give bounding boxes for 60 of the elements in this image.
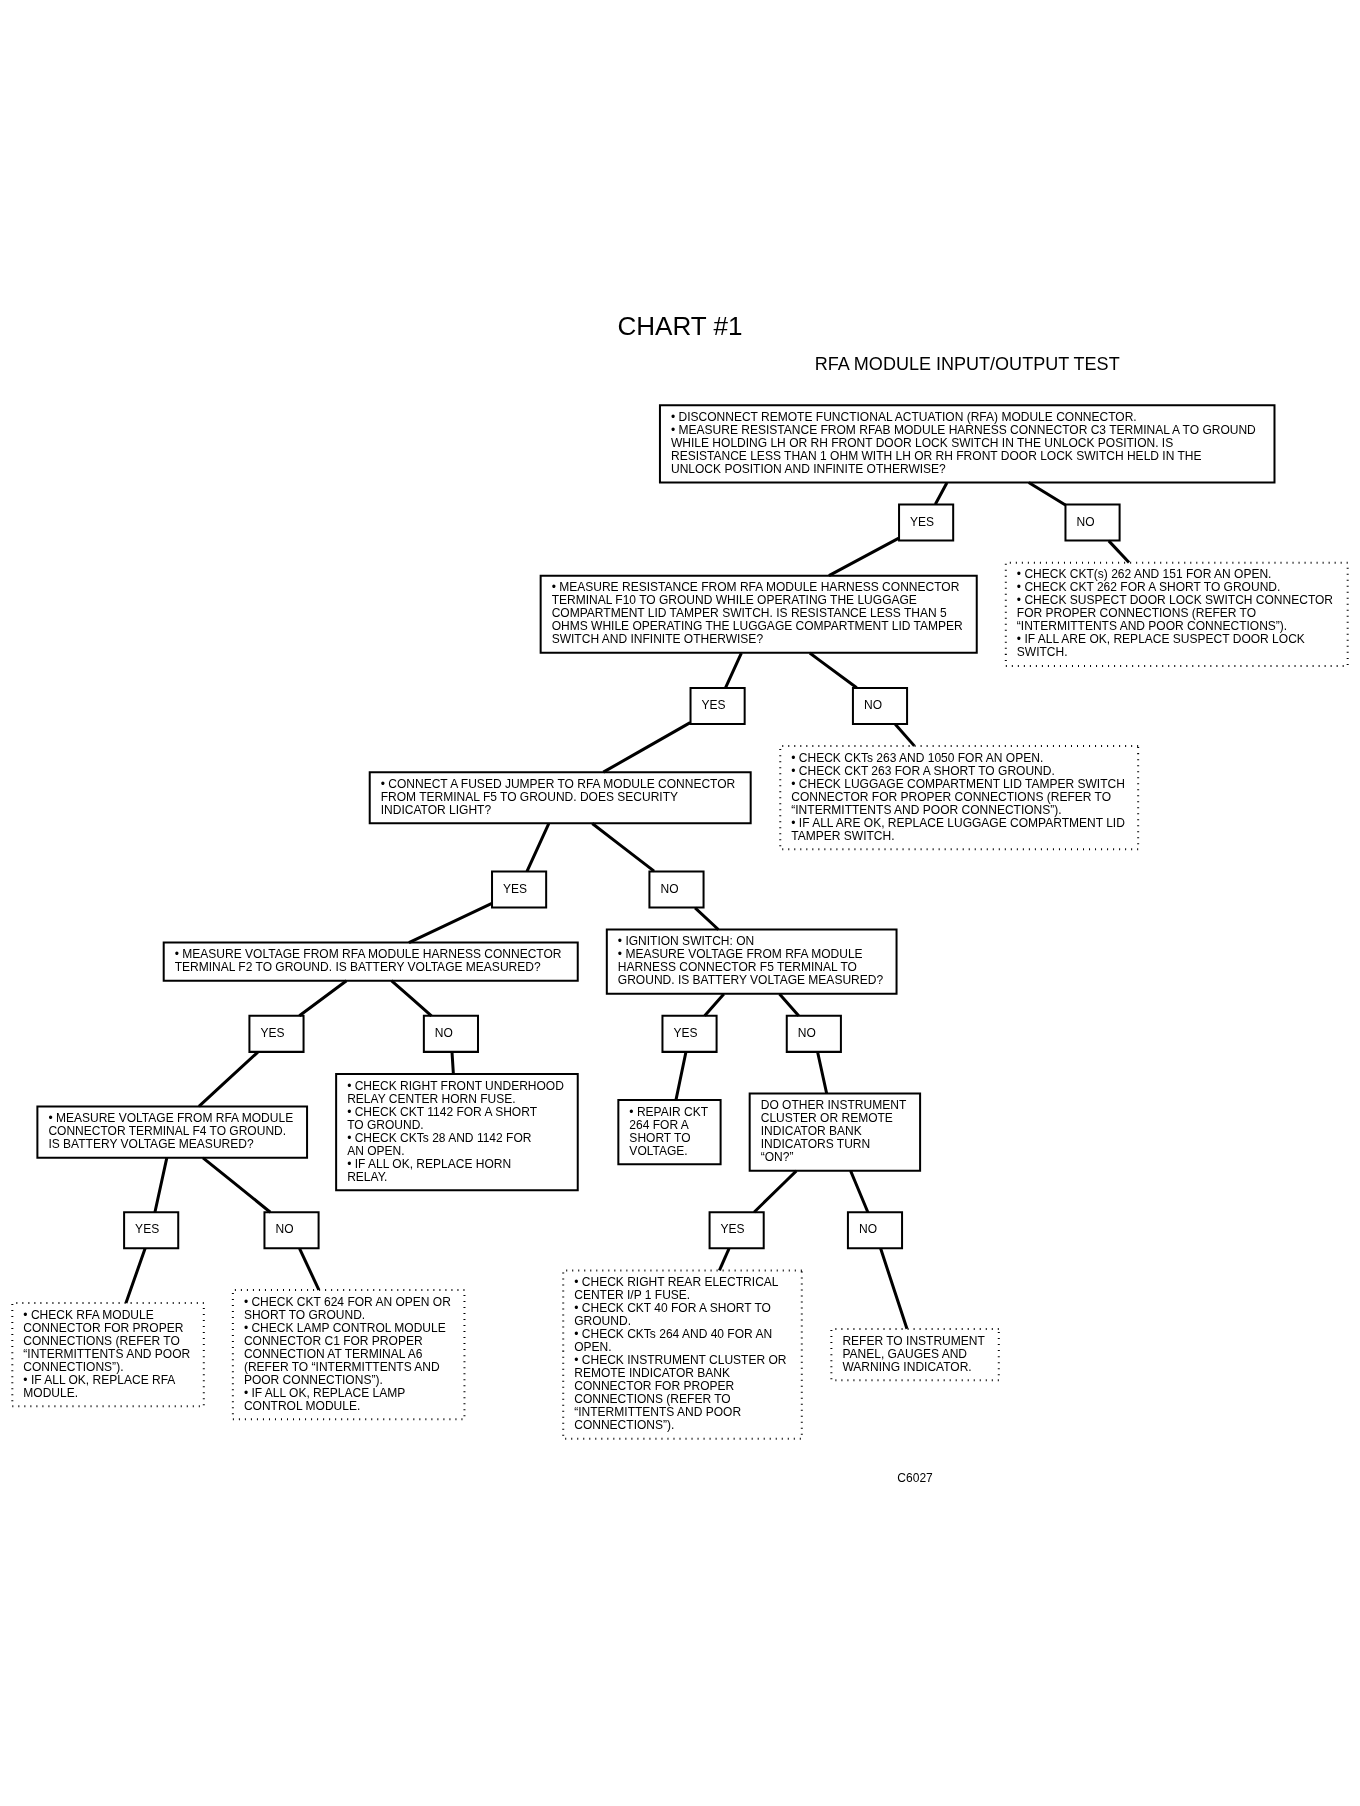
node-box: • MEASURE VOLTAGE FROM RFA MODULE HARNESS CONNECTOR TERMINAL F2 TO GROUND. IS BATTERY VOLTAGE MEASURED? (162, 941, 579, 982)
connector (724, 651, 743, 688)
connector (828, 536, 900, 577)
connector (298, 1247, 321, 1290)
node-box: YES (689, 686, 746, 725)
node-box: • MEASURE RESISTANCE FROM RFA MODULE HARNESS CONNECTOR TERMINAL F10 TO GROUND WHILE OPERATING THE LUGGAGE COMPARTMENT LID TAMPER SWITCH. IS RESISTANCE LESS THAN 5 OHMS WHILE OPERATING THE LUGGAGE COMPARTMENT LID TAMPER SWITCH AND INFINITE OTHERWISE? (539, 574, 978, 654)
node-box: NO (785, 1014, 842, 1053)
node-box: • CONNECT A FUSED JUMPER TO RFA MODULE CONNECTOR FROM TERMINAL F5 TO GROUND. DOES SECURITY INDICATOR LIGHT? (368, 770, 752, 824)
connector (602, 720, 691, 773)
connector (674, 1051, 688, 1100)
node-box: REFER TO INSTRUMENT PANEL, GAUGES AND WARNING INDICATOR. (830, 1327, 1000, 1381)
connector (753, 1169, 798, 1213)
connector (390, 979, 433, 1017)
node-box: • IGNITION SWITCH: ON • MEASURE VOLTAGE FROM RFA MODULE HARNESS CONNECTOR F5 TERMINAL TO GROUND. IS BATTERY VOLTAGE MEASURED? (605, 928, 898, 995)
connector (718, 1247, 731, 1271)
connector (1028, 480, 1067, 506)
node-box: NO (263, 1210, 320, 1249)
connector (934, 481, 949, 505)
node-box: YES (898, 503, 955, 542)
connector (816, 1051, 829, 1094)
connector (197, 1050, 259, 1108)
connector (778, 992, 800, 1017)
node-box: NO (846, 1210, 904, 1249)
node-box: NO (1064, 503, 1121, 542)
connector (694, 906, 720, 931)
node-box: • CHECK CKTs 263 AND 1050 FOR AN OPEN. • CHECK CKT 263 FOR A SHORT TO GROUND. • CHECK LUGGAGE COMPARTMENT LID TAMPER SWITCH CONNECTOR FOR PROPER CONNECTIONS (REFER TO “INTERMITTENTS AND POOR CONNECTIONS”). • IF ALL ARE OK, REPLACE LUGGAGE COMPARTMENT LID TAMPER SWITCH. (779, 744, 1140, 850)
node-box: YES (708, 1210, 765, 1249)
node-box: DO OTHER INSTRUMENT CLUSTER OR REMOTE INDICATOR BANK INDICATORS TURN “ON?” (748, 1091, 922, 1172)
connector (1107, 539, 1131, 563)
node-box: • CHECK RFA MODULE CONNECTOR FOR PROPER CONNECTIONS (REFER TO “INTERMITTENTS AND POOR CONNECTIONS”). • IF ALL OK, REPLACE RFA MODULE. (11, 1301, 205, 1407)
connector (408, 901, 493, 944)
node-box: • CHECK CKT(s) 262 AND 151 FOR AN OPEN. • CHECK CKT 262 FOR A SHORT TO GROUND. • CHECK SUSPECT DOOR LOCK SWITCH CONNECTOR FOR PROPER CONNECTIONS (REFER TO “INTERMITTENTS AND POOR CONNECTIONS”). • IF ALL ARE OK, REPLACE SUSPECT DOOR LOCK SWITCH. (1004, 561, 1349, 667)
connector (849, 1169, 870, 1213)
connector (298, 979, 348, 1017)
diagram-title: CHART #1 (617, 310, 743, 341)
node-box: • CHECK RIGHT FRONT UNDERHOOD RELAY CENTER HORN FUSE. • CHECK CKT 1142 FOR A SHORT TO GROUND. • CHECK CKTs 28 AND 1142 FOR AN OPEN. • IF ALL OK, REPLACE HORN RELAY. (335, 1072, 579, 1191)
node-box: YES (491, 869, 548, 908)
node-box: • CHECK CKT 624 FOR AN OPEN OR SHORT TO GROUND. • CHECK LAMP CONTROL MODULE CONNECTOR C1 FOR PROPER CONNECTION AT TERMINAL A6 (REFER TO “INTERMITTENTS AND POOR CONNECTIONS”). • IF ALL OK, REPLACE LAMP CONTROL MODULE. (231, 1288, 466, 1420)
connector (879, 1247, 909, 1329)
node-box: YES (248, 1014, 305, 1053)
node-box: • REPAIR CKT 264 FOR A SHORT TO VOLTAGE. (617, 1098, 722, 1165)
connector (703, 992, 725, 1017)
connector (450, 1051, 455, 1074)
connector (124, 1247, 147, 1303)
connector (525, 822, 551, 872)
connector (894, 722, 916, 747)
node-box: • DISCONNECT REMOTE FUNCTIONAL ACTUATION (RFA) MODULE CONNECTOR. • MEASURE RESISTANCE FROM RFAB MODULE HARNESS CONNECTOR C3 TERMINAL A TO GROUND WHILE HOLDING LH OR RH FRONT DOOR LOCK SWITCH IN THE UNLOCK POSITION. IS RESISTANCE LESS THAN 1 OHM WITH LH OR RH FRONT DOOR LOCK SWITCH HELD IN THE UNLOCK POSITION AND INFINITE OTHERWISE? (658, 403, 1276, 483)
connector (591, 821, 655, 872)
node-box: YES (123, 1210, 180, 1249)
label: C6027 (897, 1470, 933, 1485)
node-box: NO (648, 869, 705, 908)
connector (202, 1156, 272, 1213)
connector (808, 651, 858, 689)
node-box: NO (851, 686, 909, 725)
node-box: NO (422, 1014, 479, 1053)
node-box: • CHECK RIGHT REAR ELECTRICAL CENTER I/P 1 FUSE. • CHECK CKT 40 FOR A SHORT TO GROUND. • CHECK CKTs 264 AND 40 FOR AN OPEN. • CHECK INSTRUMENT CLUSTER OR REMOTE INDICATOR BANK CONNECTOR FOR PROPER CONNECTIONS (REFER TO “INTERMITTENTS AND POOR CONNECTIONS”). (562, 1268, 803, 1440)
node-box: • MEASURE VOLTAGE FROM RFA MODULE CONNECTOR TERMINAL F4 TO GROUND. IS BATTERY VOLTAGE MEASURED? (36, 1105, 309, 1159)
connector (153, 1157, 169, 1213)
node-box: YES (661, 1014, 718, 1053)
label: RFA MODULE INPUT/OUTPUT TEST (814, 353, 1120, 374)
